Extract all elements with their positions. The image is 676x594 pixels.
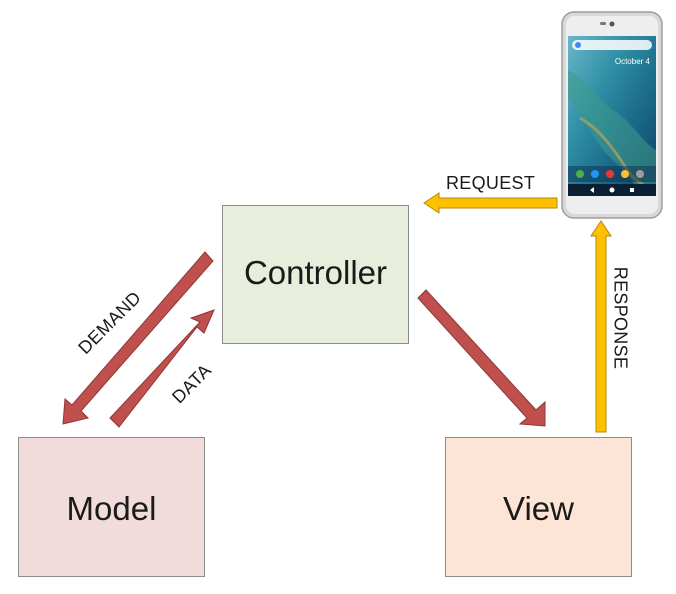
controller-label: Controller bbox=[243, 253, 388, 291]
view-label: View bbox=[503, 489, 574, 527]
controller-box: Controller bbox=[222, 205, 409, 344]
response-label: RESPONSE bbox=[610, 266, 631, 370]
phone-date: October 4 bbox=[615, 57, 651, 66]
controller-to-view-arrow bbox=[417, 289, 546, 427]
demand-arrow bbox=[62, 251, 214, 425]
data-arrow bbox=[109, 309, 215, 428]
smartphone-icon: October 4 bbox=[561, 11, 663, 219]
model-label: Model bbox=[66, 489, 157, 527]
response-arrow bbox=[590, 220, 612, 433]
model-box: Model bbox=[18, 437, 205, 577]
request-label: REQUEST bbox=[446, 173, 536, 193]
view-box: View bbox=[445, 437, 632, 577]
request-arrow bbox=[423, 192, 558, 214]
